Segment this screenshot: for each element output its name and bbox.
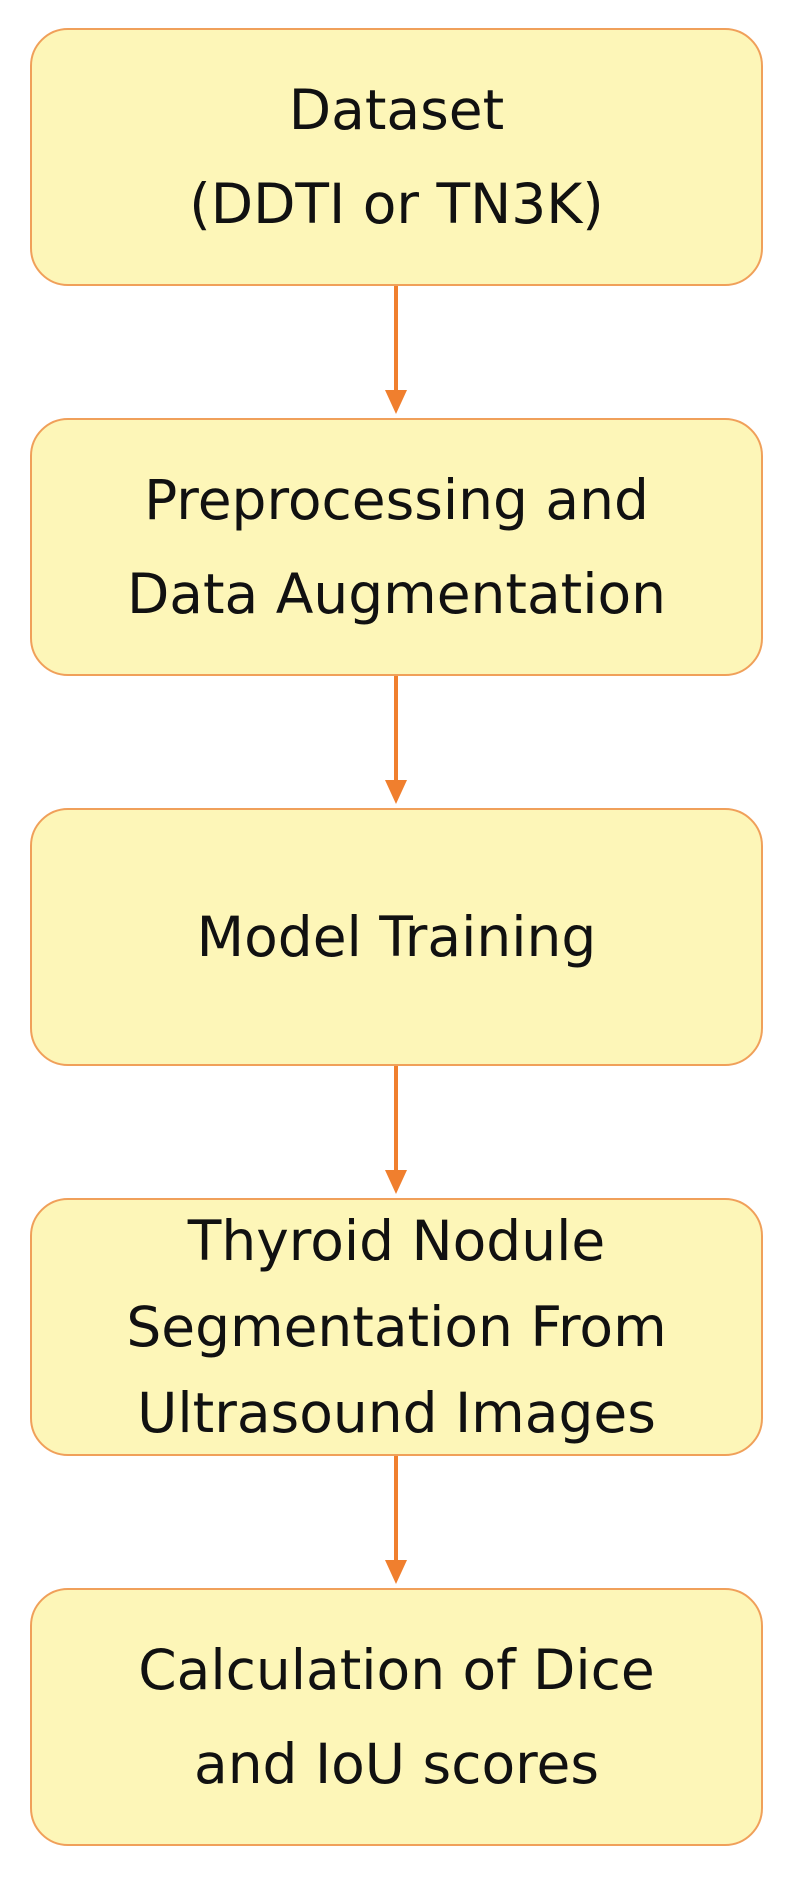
step-segmentation-line-1: Thyroid Nodule [187, 1209, 606, 1273]
arrow-2 [385, 676, 407, 804]
step-preprocessing-box: Preprocessing and Data Augmentation [30, 418, 763, 676]
step-preprocessing-line-1: Preprocessing and [144, 468, 649, 532]
step-dataset-line-1: Dataset [288, 78, 505, 142]
step-segmentation-box: Thyroid Nodule Segmentation From Ultraso… [30, 1198, 763, 1456]
step-dataset-box: Dataset (DDTI or TN3K) [30, 28, 763, 286]
arrow-3 [385, 1066, 407, 1194]
step-metrics-box: Calculation of Dice and IoU scores [30, 1588, 763, 1846]
arrow-4 [385, 1456, 407, 1584]
step-segmentation-line-2: Segmentation From [126, 1295, 667, 1359]
step-metrics-line-1: Calculation of Dice [138, 1638, 655, 1702]
step-metrics-line-2: and IoU scores [193, 1732, 599, 1796]
step-preprocessing-line-2: Data Augmentation [126, 562, 667, 626]
step-dataset-line-2: (DDTI or TN3K) [189, 172, 604, 236]
step-segmentation-line-3: Ultrasound Images [137, 1381, 656, 1445]
step-model-training-line-1: Model Training [196, 905, 597, 969]
step-model-training-box: Model Training [30, 808, 763, 1066]
arrow-1 [385, 286, 407, 414]
